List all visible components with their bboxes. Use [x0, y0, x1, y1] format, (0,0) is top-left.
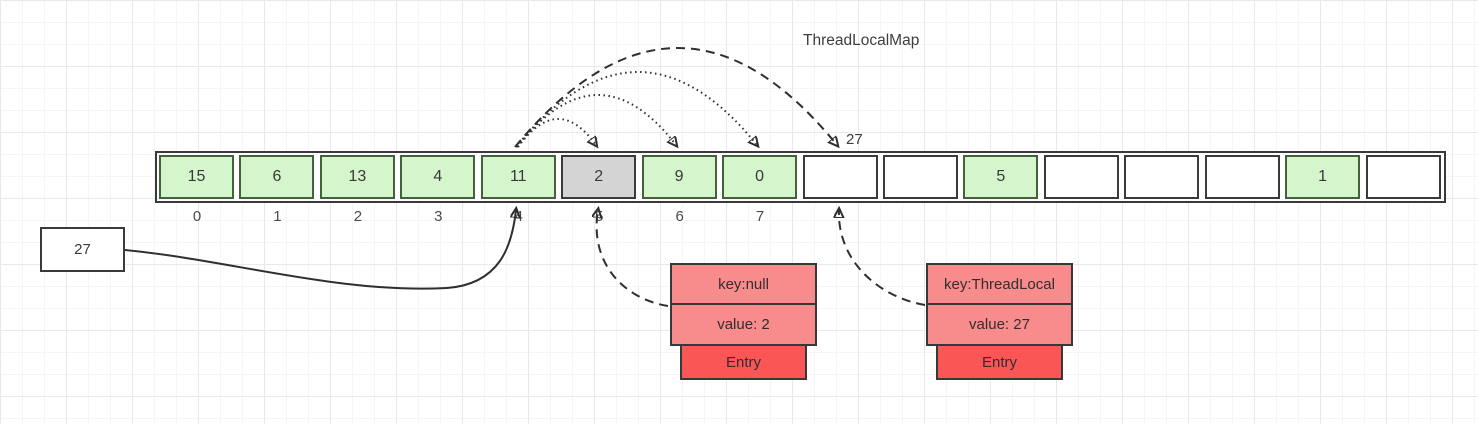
entry-value-row: value: 2 — [670, 303, 817, 346]
index-label-7: 7 — [755, 208, 765, 225]
arrow-entry-threadlocal-to-cell8 — [839, 210, 926, 306]
probe-arc-cell8 — [514, 47, 837, 147]
probe-arc-cell6 — [516, 94, 676, 147]
index-label-1: 1 — [273, 208, 282, 225]
entry-footer: Entry — [680, 344, 807, 380]
entry-value-row: value: 27 — [926, 303, 1073, 346]
array-cell-15 — [1365, 155, 1441, 199]
entry-box-stale: key:null value: 2 Entry — [670, 263, 817, 380]
array-cell-6: 9 — [641, 155, 717, 199]
array-cell-7: 0 — [722, 155, 798, 199]
probe-arc-cell5 — [517, 118, 596, 147]
index-label-0: 0 — [192, 208, 202, 225]
entry-footer: Entry — [936, 344, 1063, 380]
index-label-3: 3 — [434, 208, 443, 225]
index-label-2: 2 — [353, 208, 363, 225]
index-label-6: 6 — [675, 208, 684, 225]
array-cell-13 — [1204, 155, 1280, 199]
array-cell-4: 11 — [480, 155, 556, 199]
entry-box-threadlocal: key:ThreadLocal value: 27 Entry — [926, 263, 1073, 380]
value-box-label: 27 — [74, 241, 91, 258]
probe-arc-cell7 — [515, 71, 757, 147]
diagram-title: ThreadLocalMap — [803, 32, 920, 49]
array-cell-5: 2 — [561, 155, 637, 199]
array-cell-12 — [1124, 155, 1200, 199]
index-label-4: 4 — [514, 208, 523, 225]
array-cell-10: 5 — [963, 155, 1039, 199]
array-cell-11 — [1043, 155, 1119, 199]
array-cell-0: 15 — [159, 155, 234, 199]
array-cell-8 — [802, 155, 878, 199]
entry-key-row: key:ThreadLocal — [926, 263, 1073, 305]
value-box: 27 — [40, 227, 125, 272]
probe-result-label: 27 — [846, 131, 863, 148]
index-label-5: 5 — [595, 208, 604, 225]
array-cell-2: 13 — [319, 155, 395, 199]
array-cell-9 — [882, 155, 958, 199]
array-cell-1: 6 — [239, 155, 315, 199]
entry-key-row: key:null — [670, 263, 817, 305]
array-cell-3: 4 — [400, 155, 476, 199]
array-cell-14: 1 — [1285, 155, 1361, 199]
